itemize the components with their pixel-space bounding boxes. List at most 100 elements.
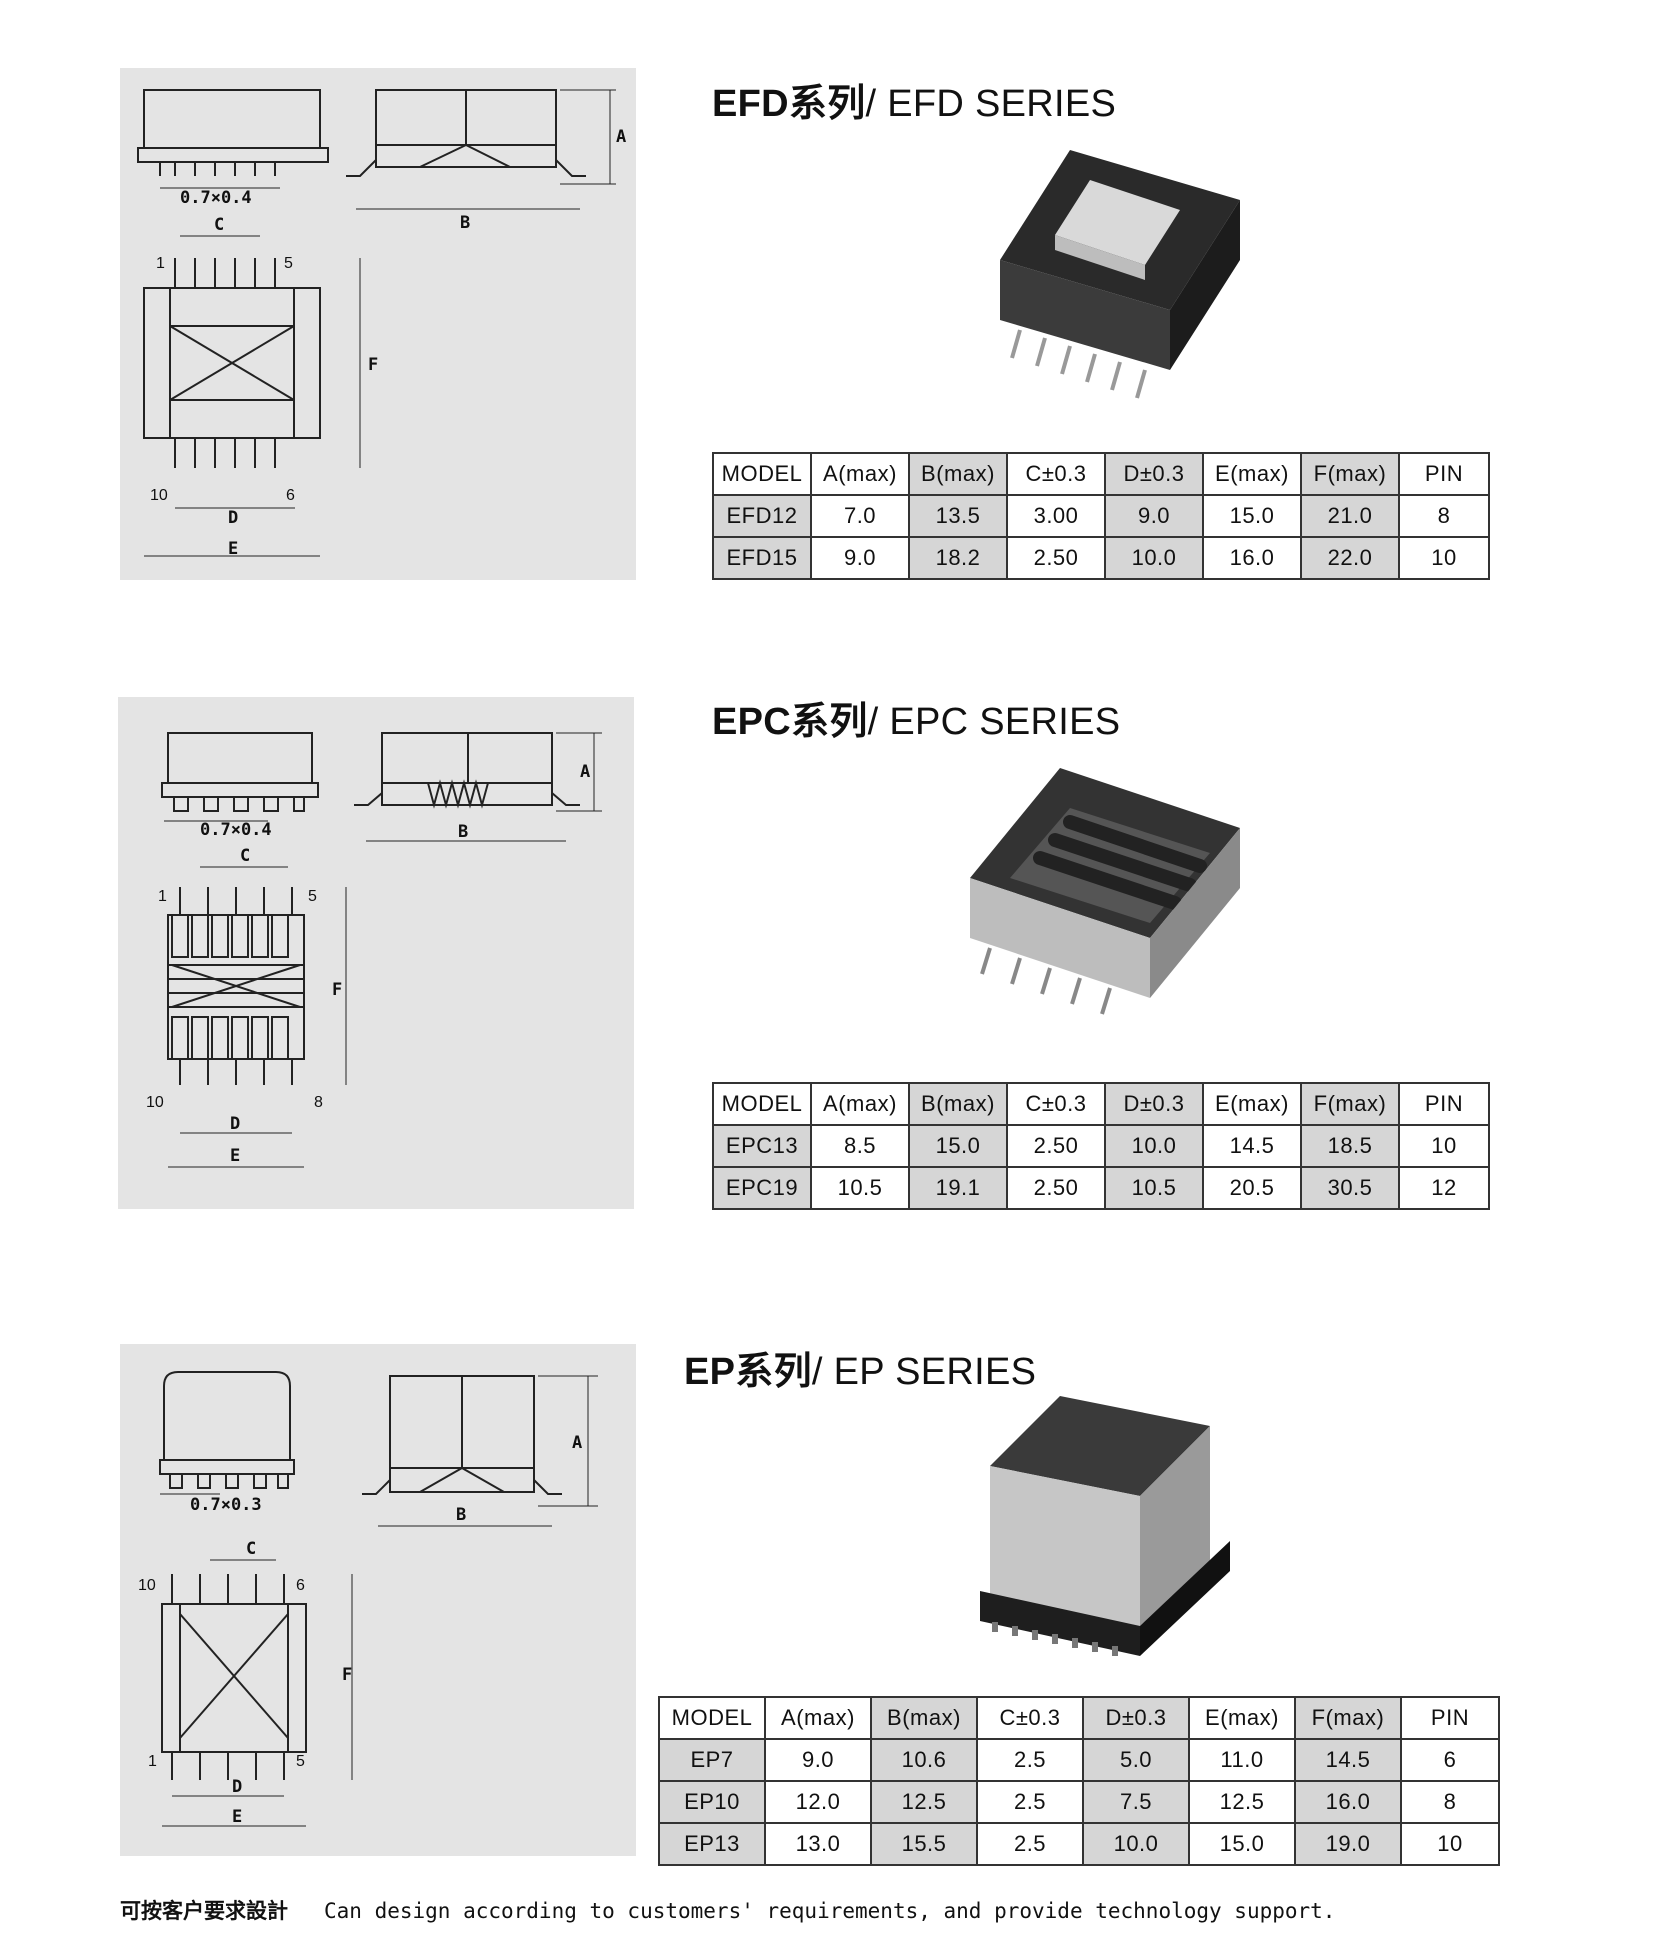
cell-pin: 8 (1400, 1780, 1500, 1824)
cell-e: 11.0 (1188, 1738, 1296, 1782)
cell-f: 30.5 (1300, 1166, 1400, 1210)
ep-dim-a: A (572, 1433, 582, 1453)
header-c: C±0.3 (1006, 1082, 1106, 1126)
epc-pitch-label: 0.7×0.4 (200, 820, 272, 840)
cell-a: 12.0 (764, 1780, 872, 1824)
epc-pin-1: 1 (158, 888, 167, 905)
epc-series-title: EPC系列/ EPC SERIES (712, 690, 1120, 745)
table-row: EFD12 7.0 13.5 3.00 9.0 15.0 21.0 8 (712, 494, 1490, 538)
cell-a: 13.0 (764, 1822, 872, 1866)
header-a: A(max) (810, 452, 910, 496)
cell-e: 20.5 (1202, 1166, 1302, 1210)
header-d: D±0.3 (1104, 1082, 1204, 1126)
cell-e: 15.0 (1202, 494, 1302, 538)
header-e: E(max) (1202, 452, 1302, 496)
ep-drawing-svg: 0.7×0.3 A B C D E F 10 6 1 5 (138, 1371, 598, 1827)
cell-pin: 8 (1398, 494, 1490, 538)
efd-pin-10: 10 (150, 487, 168, 504)
header-c: C±0.3 (1006, 452, 1106, 496)
efd-series-title: / EFD SERIES EFD系列/ EFD SERIES (712, 72, 1116, 127)
cell-c: 2.50 (1006, 1124, 1106, 1168)
ep-dim-b: B (456, 1505, 466, 1525)
efd-transformer-photo (960, 140, 1240, 420)
footer-en: Can design according to customers' requi… (324, 1899, 1336, 1923)
efd-title-line: EFD系列/ EFD SERIES (712, 83, 1116, 125)
header-a: A(max) (810, 1082, 910, 1126)
efd-title-en-visible: / EFD SERIES (865, 83, 1117, 125)
cell-model: EP10 (658, 1780, 766, 1824)
cell-e: 14.5 (1202, 1124, 1302, 1168)
cell-pin: 10 (1398, 1124, 1490, 1168)
cell-f: 21.0 (1300, 494, 1400, 538)
efd-pin-6: 6 (286, 487, 295, 504)
cell-pin: 10 (1400, 1822, 1500, 1866)
efd-spec-table: MODEL A(max) B(max) C±0.3 D±0.3 E(max) F… (712, 452, 1490, 580)
efd-pitch-label: 0.7×0.4 (180, 188, 252, 208)
cell-f: 16.0 (1294, 1780, 1402, 1824)
header-e: E(max) (1202, 1082, 1302, 1126)
efd-dim-d: D (228, 508, 238, 528)
table-header-row: MODEL A(max) B(max) C±0.3 D±0.3 E(max) F… (658, 1696, 1500, 1740)
efd-pin-1: 1 (156, 255, 165, 272)
header-b: B(max) (870, 1696, 978, 1740)
header-model: MODEL (658, 1696, 766, 1740)
epc-dim-b: B (458, 822, 468, 842)
epc-dim-e: E (230, 1146, 240, 1166)
ep-dim-c: C (246, 1539, 256, 1559)
header-f: F(max) (1300, 452, 1400, 496)
ep-section: 0.7×0.3 A B C D E F 10 6 1 5 EP系列/ EP SE… (120, 1344, 1500, 1866)
ep-pin-10: 10 (138, 1577, 156, 1594)
cell-b: 15.5 (870, 1822, 978, 1866)
header-model: MODEL (712, 452, 812, 496)
cell-a: 9.0 (810, 536, 910, 580)
epc-title-zh: EPC系列 (712, 701, 868, 743)
cell-e: 12.5 (1188, 1780, 1296, 1824)
ep-pin-1: 1 (148, 1753, 157, 1770)
cell-model: EPC13 (712, 1124, 812, 1168)
header-f: F(max) (1300, 1082, 1400, 1126)
table-row: EP13 13.0 15.5 2.5 10.0 15.0 19.0 10 (658, 1822, 1500, 1866)
table-row: EPC13 8.5 15.0 2.50 10.0 14.5 18.5 10 (712, 1124, 1490, 1168)
cell-c: 2.5 (976, 1822, 1084, 1866)
cell-b: 15.0 (908, 1124, 1008, 1168)
ep-title-zh: EP系列 (684, 1351, 812, 1393)
table-header-row: MODEL A(max) B(max) C±0.3 D±0.3 E(max) F… (712, 1082, 1490, 1126)
cell-model: EFD12 (712, 494, 812, 538)
epc-pin-8: 8 (314, 1094, 323, 1111)
efd-drawing-svg: 0.7×0.4 A B C D E F 1 5 10 6 (137, 89, 626, 559)
cell-f: 19.0 (1294, 1822, 1402, 1866)
epc-title-en: / EPC SERIES (867, 701, 1121, 743)
efd-title-zh: EFD系列 (712, 83, 866, 125)
ep-pin-6: 6 (296, 1577, 305, 1594)
cell-c: 2.50 (1006, 536, 1106, 580)
cell-model: EPC19 (712, 1166, 812, 1210)
epc-transformer-photo (960, 768, 1260, 1048)
epc-dim-f: F (332, 980, 342, 1000)
table-row: EPC19 10.5 19.1 2.50 10.5 20.5 30.5 12 (712, 1166, 1490, 1210)
cell-f: 18.5 (1300, 1124, 1400, 1168)
cell-d: 5.0 (1082, 1738, 1190, 1782)
cell-f: 22.0 (1300, 536, 1400, 580)
efd-pin-5: 5 (284, 255, 293, 272)
ep-spec-table: MODEL A(max) B(max) C±0.3 D±0.3 E(max) F… (658, 1696, 1500, 1866)
cell-pin: 12 (1398, 1166, 1490, 1210)
header-b: B(max) (908, 1082, 1008, 1126)
header-c: C±0.3 (976, 1696, 1084, 1740)
cell-a: 7.0 (810, 494, 910, 538)
cell-d: 9.0 (1104, 494, 1204, 538)
cell-a: 10.5 (810, 1166, 910, 1210)
cell-a: 8.5 (810, 1124, 910, 1168)
efd-dim-e: E (228, 539, 238, 559)
cell-d: 10.5 (1104, 1166, 1204, 1210)
ep-dim-d: D (232, 1777, 242, 1797)
cell-b: 13.5 (908, 494, 1008, 538)
cell-a: 9.0 (764, 1738, 872, 1782)
cell-model: EP13 (658, 1822, 766, 1866)
ep-title-en: / EP SERIES (811, 1351, 1037, 1393)
ep-pin-5: 5 (296, 1753, 305, 1770)
ep-dim-e: E (232, 1807, 242, 1827)
efd-dimension-drawing: 0.7×0.4 A B C D E F 1 5 10 6 (120, 68, 636, 580)
epc-dim-c: C (240, 846, 250, 866)
table-header-row: MODEL A(max) B(max) C±0.3 D±0.3 E(max) F… (712, 452, 1490, 496)
